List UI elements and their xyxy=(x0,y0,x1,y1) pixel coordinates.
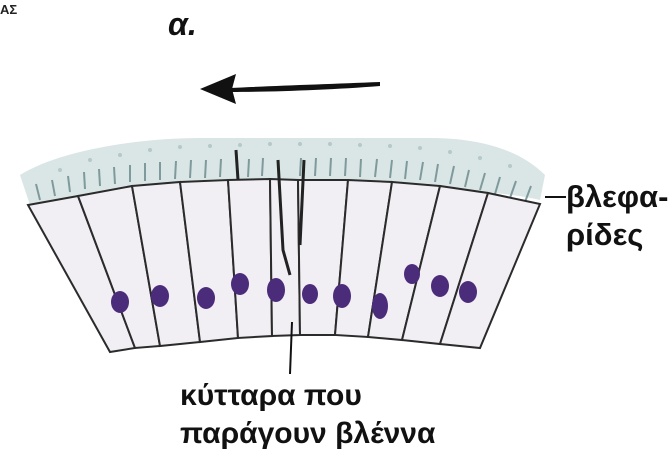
cilia-label-line-1: βλεφα- xyxy=(566,178,668,216)
mucus-cells-label-line-1: κύτταρα που xyxy=(180,377,435,415)
epithelial-cells xyxy=(28,179,540,352)
cilia-label: βλεφα- ρίδες xyxy=(566,178,668,254)
direction-arrow xyxy=(200,74,380,104)
mucus-cells-label-line-2: παράγουν βλέννα xyxy=(180,415,435,453)
cilia-label-line-2: ρίδες xyxy=(566,216,668,254)
mucus-cells-label: κύτταρα που παράγουν βλέννα xyxy=(180,377,435,453)
